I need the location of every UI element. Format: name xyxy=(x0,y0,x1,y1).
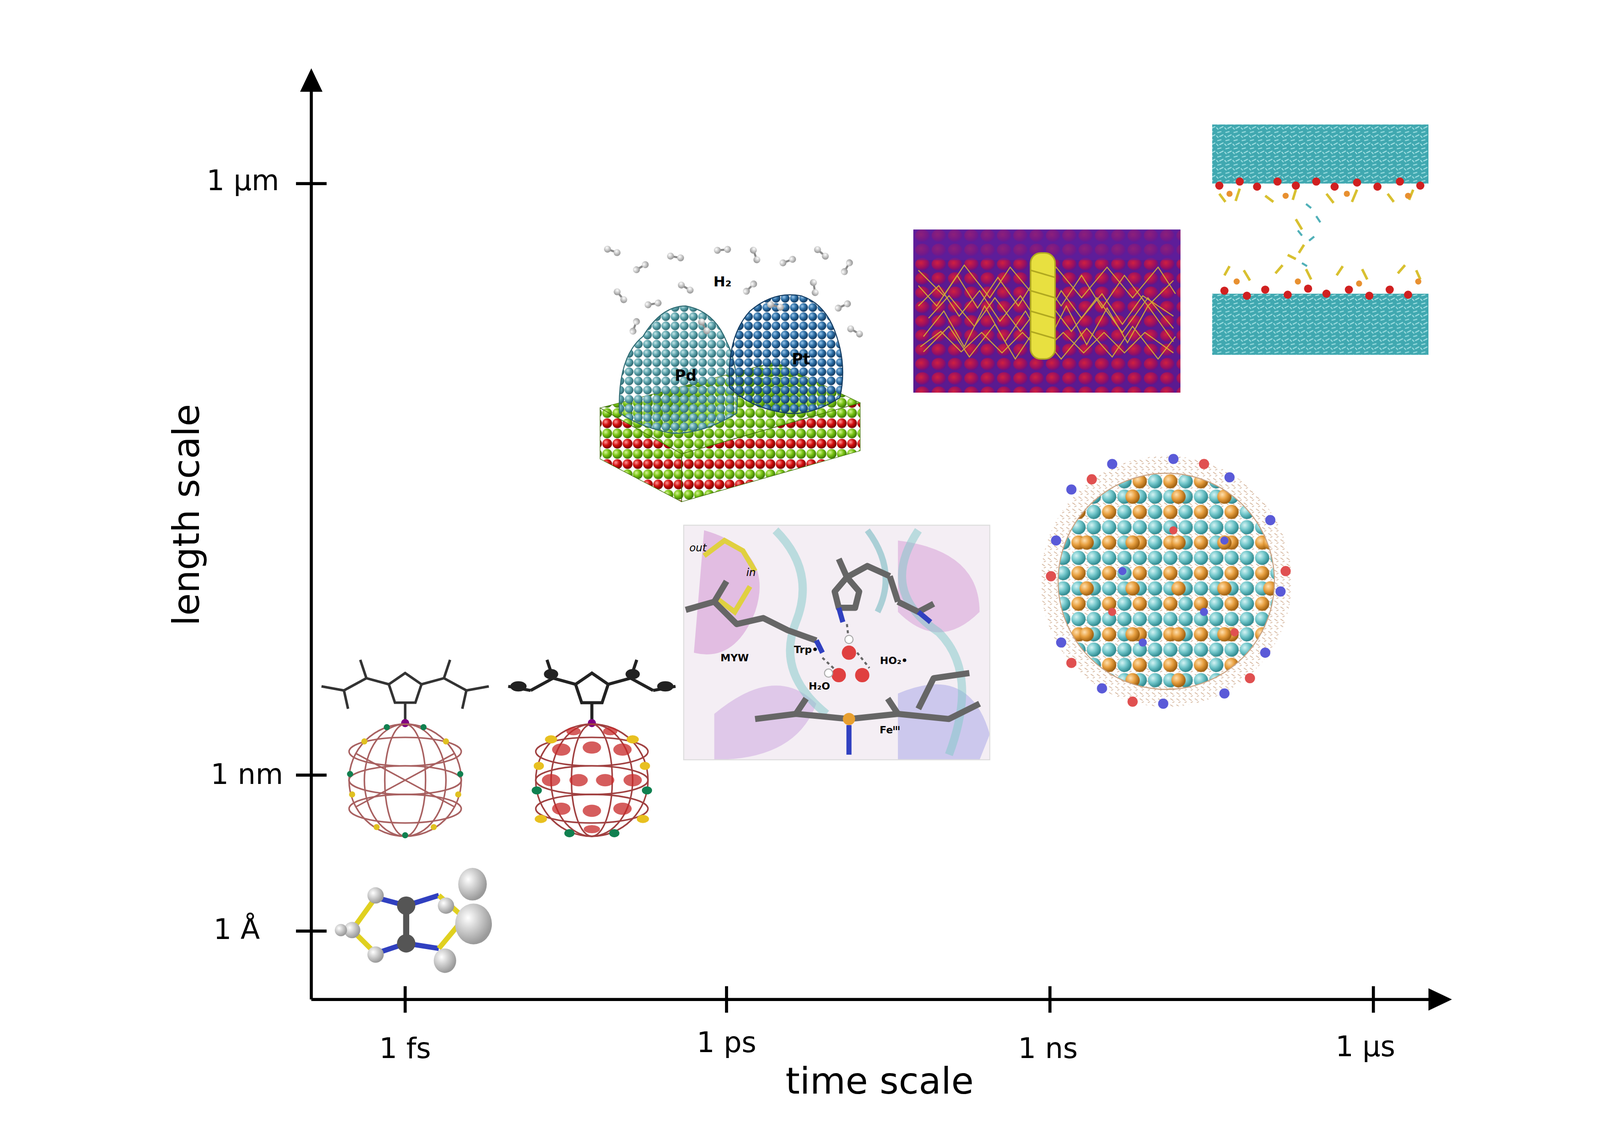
small-molecule xyxy=(334,868,492,974)
axis-label: H₂O xyxy=(808,681,831,692)
axis-label: 1 μm xyxy=(206,166,280,195)
axis-label: out xyxy=(689,542,707,554)
axis-label: HO₂• xyxy=(880,656,908,667)
axis-label: Feᴵᴵᴵ xyxy=(879,725,901,736)
membrane-pore xyxy=(1212,124,1429,355)
axis-label: 1 Å xyxy=(213,915,261,944)
axis-label: 1 nm xyxy=(210,760,284,789)
axis-label: 1 fs xyxy=(379,1034,431,1064)
fullerene-complex xyxy=(321,660,490,839)
axis-label: Pd xyxy=(674,368,697,384)
catalyst-slab xyxy=(599,244,865,503)
axis-label: MYW xyxy=(720,653,749,664)
nanoparticle xyxy=(1040,453,1292,709)
axis-label: time scale xyxy=(785,1063,974,1100)
axis-label: Pt xyxy=(792,351,811,367)
axis-label: 1 μs xyxy=(1335,1032,1396,1062)
axis-label: 1 ns xyxy=(1018,1034,1079,1064)
image-frame xyxy=(683,525,991,761)
axis-label: Trp• xyxy=(793,645,819,656)
axis-arrowhead xyxy=(1428,988,1452,1012)
axis-label: length scale xyxy=(168,404,205,627)
axis-arrowhead xyxy=(300,68,323,92)
fullerene-complex xyxy=(508,660,676,838)
axis-label: in xyxy=(746,567,756,578)
enzyme-active-site xyxy=(683,525,991,761)
axis-label: H₂ xyxy=(713,274,732,289)
axes xyxy=(296,87,1433,1013)
axis-label: 1 ps xyxy=(696,1028,757,1058)
membrane-helix xyxy=(913,229,1181,393)
